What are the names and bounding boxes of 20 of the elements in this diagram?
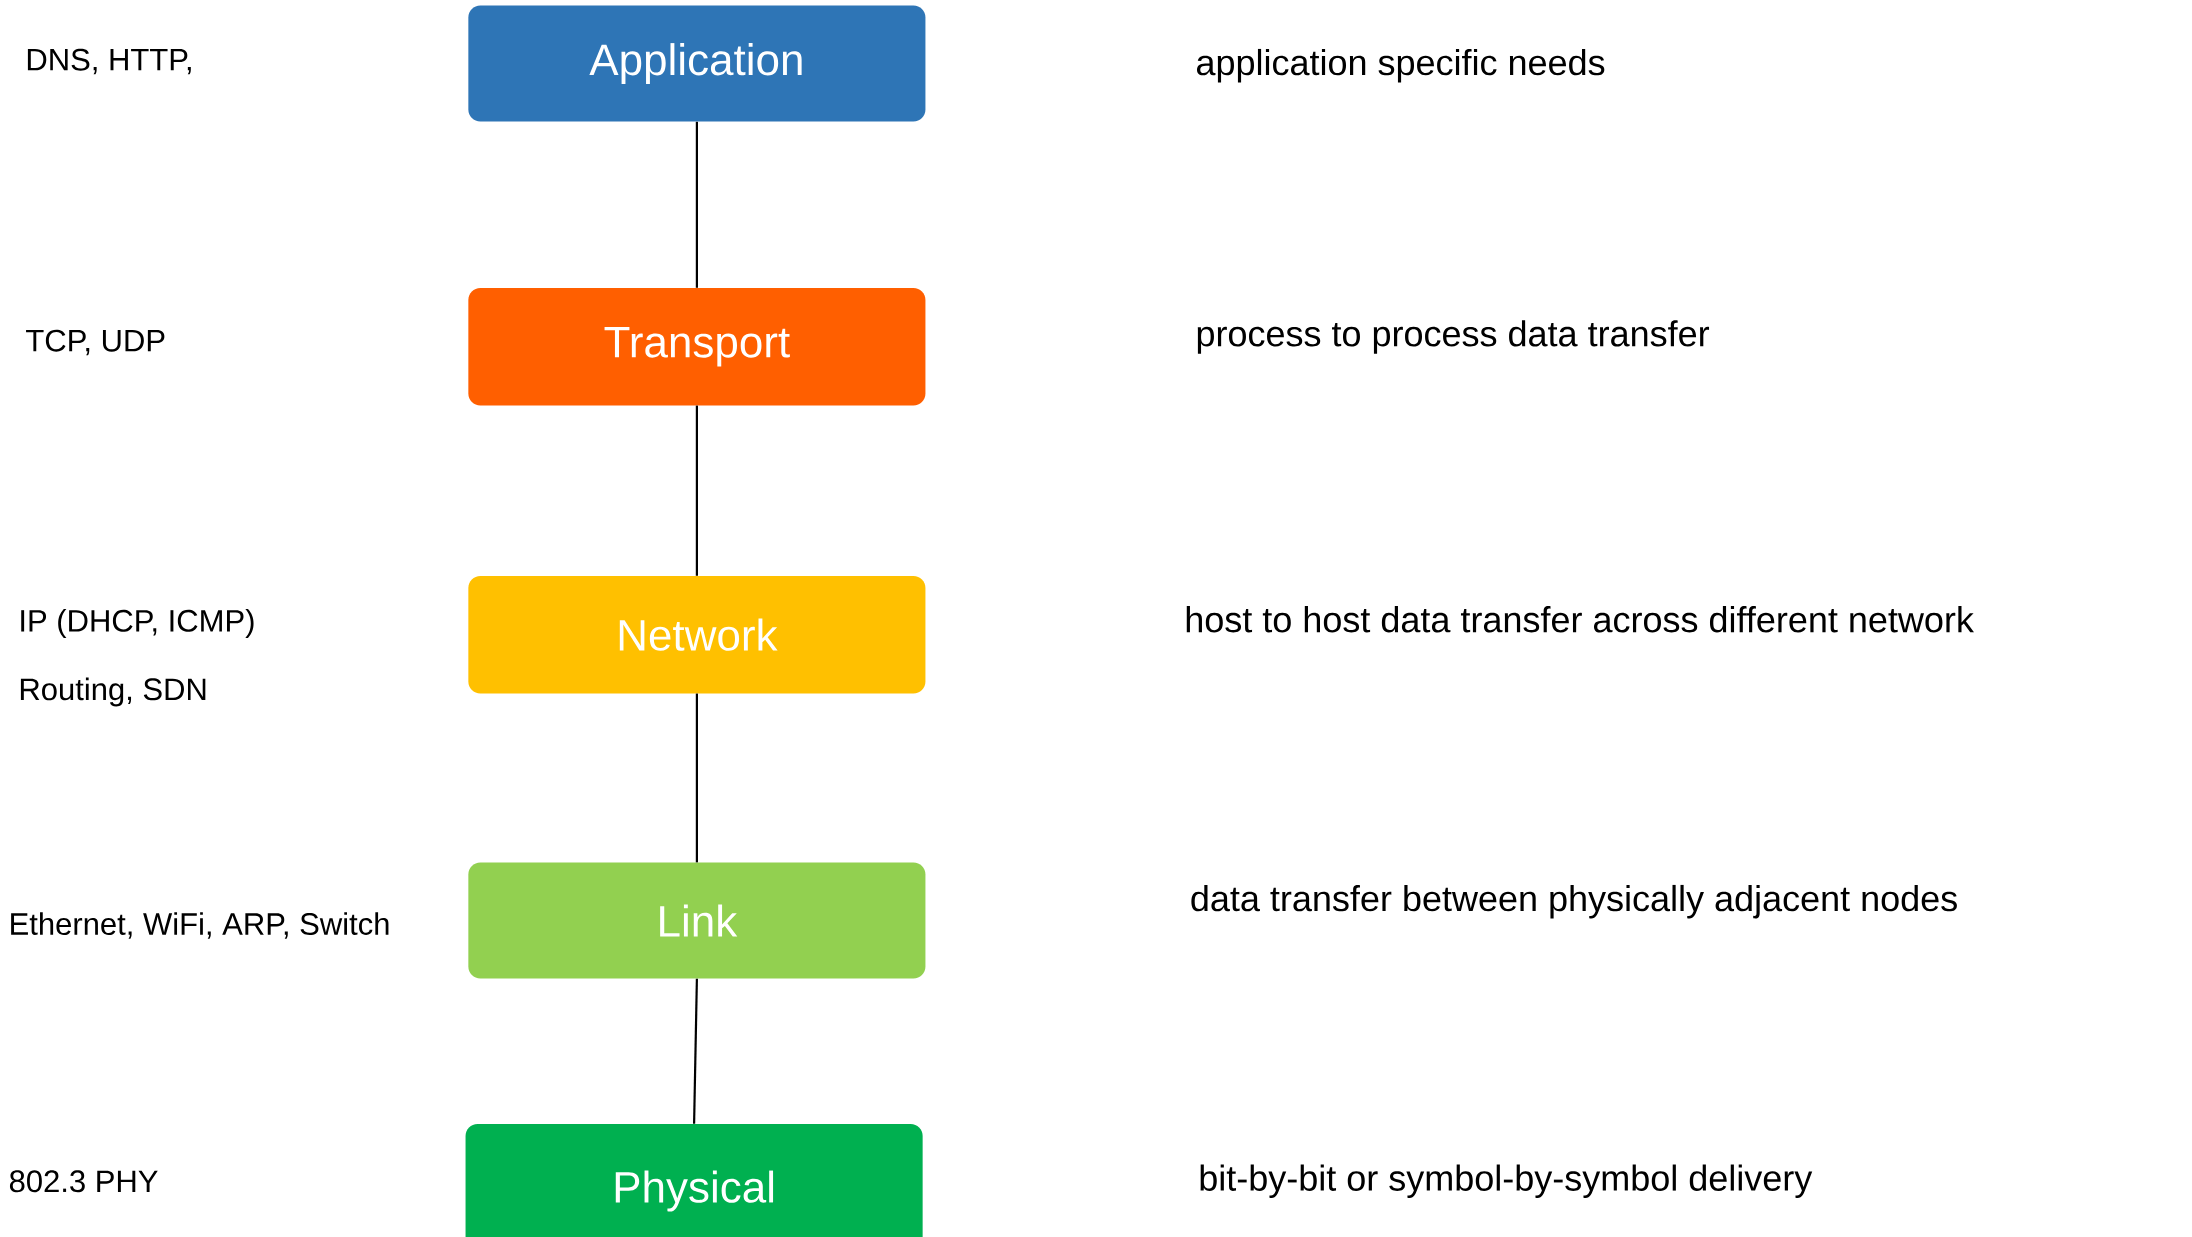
description-label: data transfer between physically adjacent nodes (1191, 884, 1957, 919)
layer-box: Network (468, 575, 926, 694)
connector-line (693, 978, 698, 1124)
layer-box: Application (468, 5, 926, 122)
protocol-label: IP (DHCP, ICMP) (21, 608, 254, 638)
layer-box: Link (468, 862, 926, 979)
protocol-label: 802.3 PHY (9, 1170, 158, 1193)
protocol-label: TCP, UDP (26, 329, 165, 356)
description-label: host to host data transfer across different network (1186, 606, 1974, 633)
connector-line (695, 121, 698, 288)
layer-box: Physical (465, 1123, 923, 1237)
description-label: application specific needs (1197, 48, 1605, 83)
protocol-label: Ethernet, WiFi, ARP, Switch (11, 912, 389, 939)
description-label: bit-by-bit or symbol-by-symbol delivery (1200, 1164, 1813, 1198)
connector-line (695, 693, 698, 863)
description-label: process to process data transfer (1197, 320, 1710, 354)
protocol-label: DNS, HTTP, (27, 48, 191, 75)
connector-line (695, 405, 698, 576)
layer-box: Transport (468, 287, 926, 406)
protocol-label: Routing, SDN (20, 677, 206, 707)
